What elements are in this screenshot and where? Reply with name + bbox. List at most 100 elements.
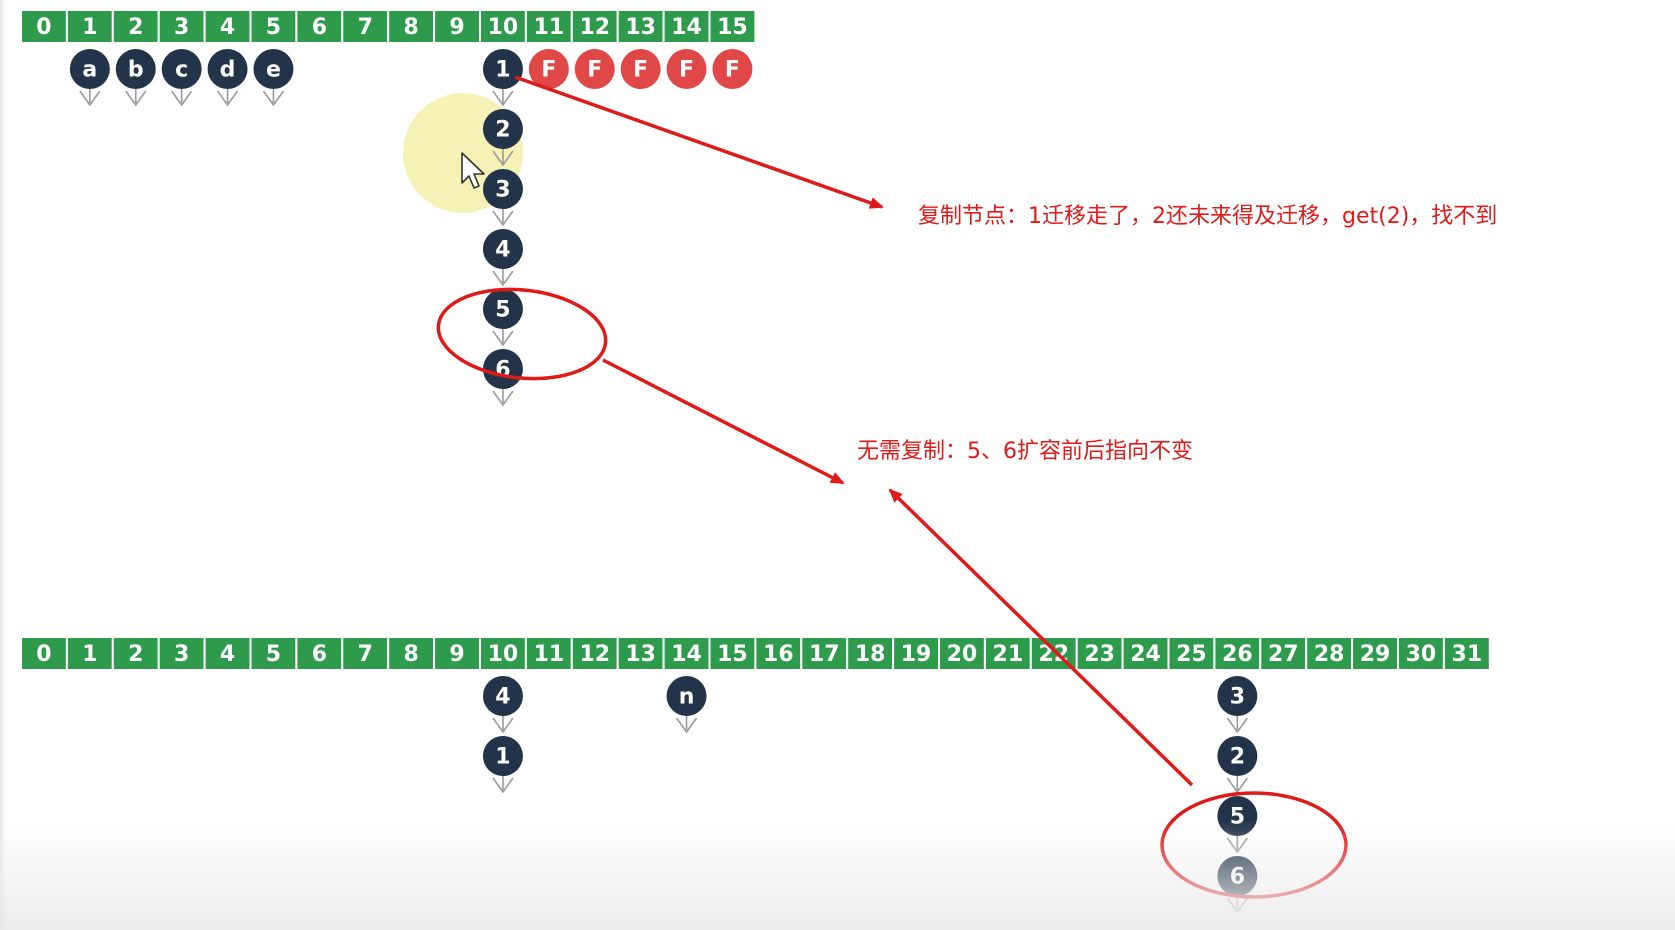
next-pointer-icon [492,87,514,107]
old-table-cell [662,9,711,44]
node-circle [482,49,523,89]
new-table-cell [524,636,573,671]
copy-note-arrow [514,75,884,209]
node-label: 1 [495,745,510,770]
next-pointer-icon [492,714,514,734]
node-circle [115,49,156,89]
new-table-cell-index: 9 [449,642,464,667]
new-table-cell-index: 1 [82,642,97,667]
node-circle [161,49,202,89]
old-table-cell-index: 9 [449,15,464,40]
new-table-chains: 4 1 n 3 2 5 6 [482,676,1258,914]
new-table-cell-index: 7 [358,642,373,667]
old-table-cell [570,9,619,44]
node-label: 4 [495,685,510,710]
node-label: 2 [1230,745,1245,770]
old-table-cell [616,9,665,44]
node-label: c [175,58,188,83]
new-table-cell [1121,636,1170,671]
node-label: F [679,58,694,83]
node-circle [69,49,110,89]
node-circle [482,289,523,329]
new-table-cell [1167,636,1216,671]
node-label: F [725,58,740,83]
node-label: 3 [495,178,510,203]
old-table-cell-index: 11 [534,15,565,40]
new-table-cell [983,636,1032,671]
node-label: F [633,58,648,83]
node-label: 5 [495,298,510,323]
next-pointer-icon [492,774,514,794]
old-table-cell [433,9,482,44]
node-label: n [679,685,695,710]
new-table-cell [203,636,252,671]
old-table-cell [708,9,757,44]
next-pointer-icon [492,267,514,287]
node-circle [528,49,569,89]
node-circle [1217,736,1258,776]
new-table-cell [1397,636,1445,671]
old-table-cell-index: 7 [358,15,373,40]
node-circle [482,109,523,149]
new-table-cell-index: 11 [534,642,565,667]
node-label: d [220,58,236,83]
node-label: 6 [1230,865,1245,890]
node-circle [482,169,523,209]
node-label: 3 [1230,685,1245,710]
new-table-cell-index: 24 [1130,642,1161,667]
next-pointer-icon [125,87,147,107]
node-circle [666,676,707,716]
no-copy-note: 无需复制：5、6扩容前后指向不变 [857,439,1193,464]
old-table-cell [249,9,298,44]
new-table-cell [662,636,711,671]
new-table-cell-index: 31 [1452,642,1483,667]
old-table-cell-index: 13 [625,15,656,40]
next-pointer-icon [1226,714,1249,734]
new-table-cell [754,636,803,671]
node-label: 4 [495,238,510,263]
node-label: 2 [495,118,510,143]
new-table-cell [570,636,619,671]
new-table-cell [157,636,206,671]
node-label: F [541,58,556,83]
next-pointer-icon [1226,774,1249,794]
node-label: 5 [1230,805,1245,830]
old-table-cell-index: 8 [403,15,418,40]
new-table-cell [1029,636,1078,671]
next-pointer-icon [675,714,698,734]
node-circle [482,229,523,269]
new-table-cell-index: 8 [403,642,418,667]
old-table-cell-index: 4 [220,15,235,40]
old-table-cell-index: 2 [128,15,143,40]
next-pointer-icon [492,207,514,227]
new-table-cell-index: 28 [1314,642,1345,667]
node-circle [482,736,523,776]
node-label: a [82,58,97,83]
new-table-cell [800,636,849,671]
node-label: e [266,58,281,83]
node-label: b [128,58,144,83]
reuse-note-arrow-from-old [602,358,845,485]
new-table-cell-index: 4 [220,642,235,667]
new-table-cell-index: 25 [1176,642,1207,667]
old-table-cell [524,9,573,44]
new-table-cell-index: 18 [855,642,886,667]
new-table-cell-index: 13 [625,642,656,667]
new-table-cell-index: 14 [671,642,702,667]
new-table-cell-index: 20 [947,642,978,667]
old-table-cell-index: 6 [312,15,327,40]
old-table-cell-index: 1 [82,15,97,40]
new-table-cell [1213,636,1262,671]
next-pointer-icon [492,327,514,347]
node-circle [1217,676,1258,716]
new-table-cell-index: 12 [579,642,610,667]
new-table-cell [65,636,114,671]
new-table-cell [616,636,665,671]
node-circle [482,676,523,716]
reuse-note-arrow-from-new [888,488,1194,787]
node-circle [253,49,294,89]
new-table-cell-index: 21 [993,642,1024,667]
new-table-cell-index: 27 [1268,642,1299,667]
